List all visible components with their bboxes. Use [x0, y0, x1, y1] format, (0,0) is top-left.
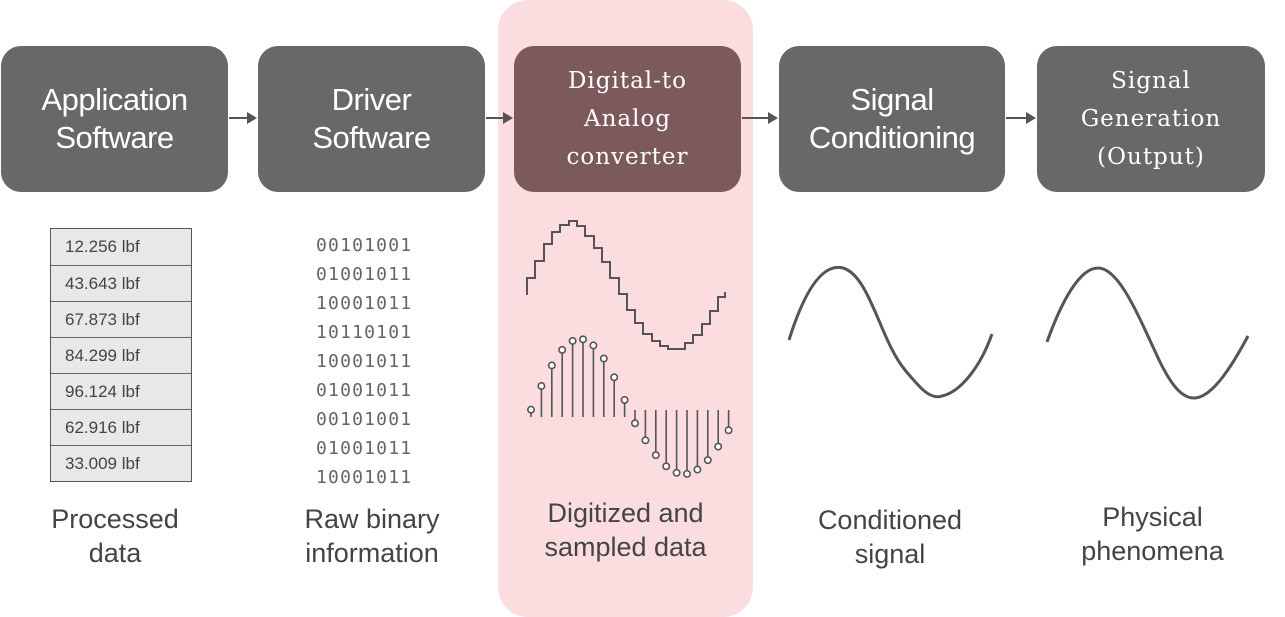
- caption-line: sampled data: [544, 532, 707, 562]
- sample-dot: [599, 354, 608, 363]
- sample-dot: [672, 468, 681, 477]
- data-cell: 96.124 lbf: [51, 373, 191, 409]
- signal-generation-box: Signal Generation (Output): [1037, 46, 1265, 192]
- application-software-box: Application Software: [1, 46, 228, 192]
- binary-word: 10001011: [316, 467, 413, 488]
- caption-line: Processed: [51, 504, 179, 534]
- caption-line: phenomena: [1081, 536, 1224, 566]
- box-title-line: Signal: [1111, 68, 1191, 94]
- caption-conditioned-signal: Conditioned signal: [780, 503, 1000, 571]
- caption-line: data: [88, 538, 142, 568]
- sample-dot: [724, 426, 733, 435]
- binary-word: 01001011: [316, 264, 413, 285]
- signal-conditioning-box: Signal Conditioning: [779, 46, 1005, 192]
- processed-data-table: 12.256 lbf 43.643 lbf 67.873 lbf 84.299 …: [50, 228, 192, 482]
- binary-word: 00101001: [316, 235, 413, 256]
- flow-arrow: [229, 112, 257, 124]
- binary-list: 00101001 01001011 10001011 10110101 1000…: [316, 231, 412, 492]
- caption-raw-binary: Raw binary information: [262, 502, 482, 570]
- staircase-waveform: [526, 220, 726, 350]
- caption-processed-data: Processed data: [10, 502, 220, 570]
- data-cell: 62.916 lbf: [51, 409, 191, 445]
- box-title-line: Signal: [850, 82, 934, 117]
- box-title-line: Analog: [583, 106, 672, 132]
- binary-word: 10001011: [316, 293, 413, 314]
- sample-dot: [610, 373, 619, 382]
- caption-line: Conditioned: [817, 505, 963, 535]
- caption-line: information: [305, 538, 439, 568]
- sample-dot: [714, 442, 723, 451]
- sample-dot: [693, 465, 702, 474]
- sample-dot: [620, 395, 629, 404]
- binary-word: 01001011: [316, 380, 413, 401]
- caption-line: Physical: [1102, 502, 1203, 532]
- box-title-line: (Output): [1097, 144, 1205, 170]
- caption-line: Raw binary: [304, 504, 440, 534]
- box-title-line: Conditioning: [808, 120, 976, 155]
- binary-word: 01001011: [316, 438, 413, 459]
- data-cell: 67.873 lbf: [51, 301, 191, 337]
- flow-arrow: [1006, 112, 1036, 124]
- binary-word: 10001011: [316, 351, 413, 372]
- box-title-line: Software: [312, 120, 431, 155]
- box-title-line: Digital-to: [567, 68, 688, 94]
- data-cell: 84.299 lbf: [51, 337, 191, 373]
- sample-dot: [651, 451, 660, 460]
- binary-word: 10110101: [316, 322, 413, 343]
- sample-dot: [547, 361, 556, 370]
- data-cell: 33.009 lbf: [51, 445, 191, 481]
- sample-dot: [558, 345, 567, 354]
- sample-dot: [662, 462, 671, 471]
- caption-line: Digitized and: [547, 498, 704, 528]
- data-cell: 12.256 lbf: [51, 229, 191, 265]
- caption-line: signal: [854, 539, 926, 569]
- data-cell: 43.643 lbf: [51, 265, 191, 301]
- flow-arrow: [486, 112, 513, 124]
- sample-dot: [568, 336, 577, 345]
- sample-dot: [641, 436, 650, 445]
- dac-box: Digital-to Analog converter: [514, 46, 741, 192]
- sampled-stems: [526, 335, 733, 478]
- box-title-line: Application: [41, 82, 188, 117]
- physical-phenomena-wave: [1045, 266, 1250, 400]
- sample-dot: [703, 456, 712, 465]
- box-title-line: Software: [55, 120, 174, 155]
- flow-arrow: [742, 112, 778, 124]
- sample-dot: [589, 341, 598, 350]
- box-title-line: Driver: [331, 82, 412, 117]
- box-title-line: converter: [566, 144, 689, 170]
- sample-dot: [526, 405, 535, 414]
- caption-digitized-sampled: Digitized and sampled data: [508, 496, 743, 564]
- conditioned-signal-wave: [787, 266, 994, 399]
- sample-dot: [537, 382, 546, 391]
- caption-physical-phenomena: Physical phenomena: [1040, 500, 1265, 568]
- sample-dot: [578, 335, 587, 344]
- driver-software-box: Driver Software: [258, 46, 485, 192]
- sample-dot: [682, 469, 691, 478]
- sample-dot: [630, 419, 639, 428]
- box-title-line: Generation: [1080, 106, 1222, 132]
- binary-word: 00101001: [316, 409, 413, 430]
